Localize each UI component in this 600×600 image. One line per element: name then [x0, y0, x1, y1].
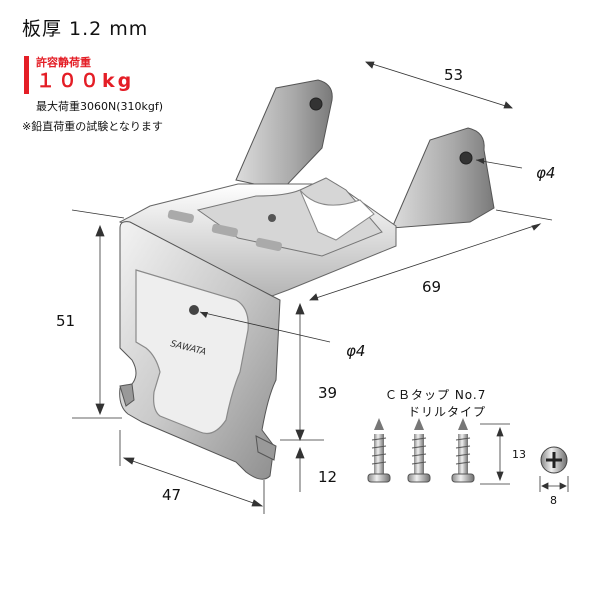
max-load-text: 最大荷重3060N(310kgf): [36, 100, 164, 113]
top-cutout: [299, 189, 375, 241]
dim-top-hole: φ4: [536, 164, 555, 182]
dim-front-height-value: 39: [318, 384, 337, 402]
dim-front-height: [280, 302, 324, 492]
screw-threads: [371, 437, 471, 465]
screw-1: [367, 418, 391, 483]
screw-subtitle: ドリルタイプ: [408, 405, 487, 419]
top-plate-hole: [268, 214, 276, 222]
front-plate-hole: [189, 305, 199, 315]
right-ear-hole: [459, 151, 473, 165]
allowable-load-value: １００kg: [36, 70, 135, 92]
dim-screw-length: [480, 423, 510, 485]
dim-screw-head: [539, 476, 569, 492]
slot-3: [255, 237, 282, 252]
dim-screw-length-value: 13: [512, 448, 526, 461]
dim-depth-value: 69: [422, 278, 441, 296]
dim-depth: [309, 209, 553, 301]
screw-head-top: [540, 446, 568, 474]
screw-title: ＣＢタップ No.7: [385, 388, 487, 402]
load-accent-bar: [24, 56, 29, 94]
slot-2: [211, 223, 238, 238]
dim-top-width: [365, 61, 513, 109]
left-ear-hole: [309, 97, 323, 111]
slot-1: [167, 209, 194, 224]
screw-2: [407, 418, 431, 483]
allowable-load-label: 許容静荷重: [36, 56, 91, 69]
dim-height: [71, 209, 125, 419]
left-hook: [119, 383, 135, 407]
dim-hook-height-value: 12: [318, 468, 337, 486]
dim-height-value: 51: [56, 312, 75, 330]
screw-3: [451, 418, 475, 483]
dim-top-width-value: 53: [444, 66, 463, 84]
leader-front-hole: [199, 311, 331, 343]
right-hook: [255, 435, 277, 461]
left-ear: [235, 79, 333, 191]
dim-bottom-width-value: 47: [162, 486, 181, 504]
test-note: ※鉛直荷重の試験となります: [22, 120, 163, 133]
plate-thickness: 板厚 1.2 mm: [22, 18, 149, 40]
dim-screw-head-value: 8: [550, 494, 557, 507]
front-emboss: [135, 269, 249, 435]
right-ear: [391, 127, 495, 229]
dim-front-hole: φ4: [346, 342, 365, 360]
dim-bottom-width: [119, 430, 265, 514]
